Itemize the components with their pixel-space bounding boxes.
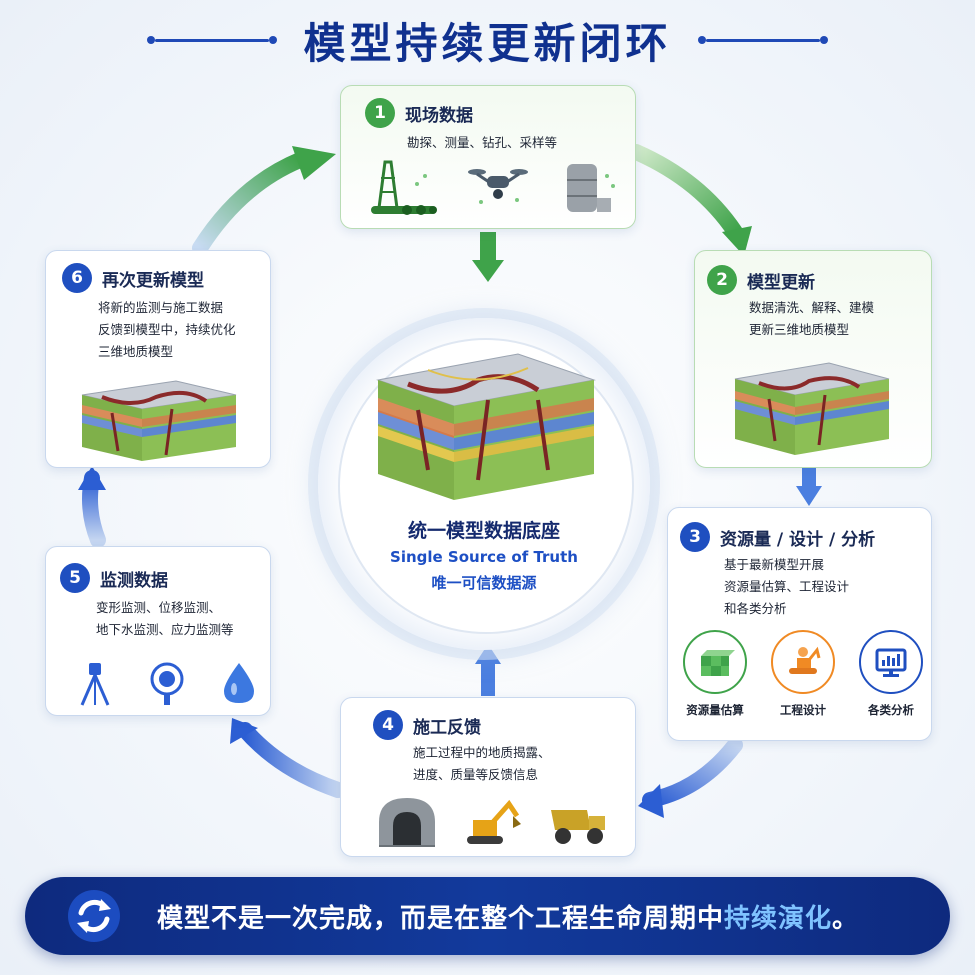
banner-text-highlight: 持续演化 [724,903,833,934]
center-geology-block-icon [368,340,604,510]
arrow-head-step5 [230,718,258,744]
center-subtitle-cn: 唯一可信数据源 [431,574,537,592]
step-3-desc: 基于最新模型开展 资源量估算、工程设计 和各类分析 [724,554,849,620]
page-title: 模型持续更新闭环 [303,18,672,68]
analysis-label-resource: 资源量估算 [686,703,744,717]
step-6-number: 6 [62,263,92,293]
title-decoration-left [147,36,278,44]
step-6-desc: 将新的监测与施工数据 反馈到模型中，持续优化 三维地质模型 [98,297,236,363]
step-5-header: 5 监测数据 [60,563,168,593]
step-2-desc-line: 数据清洗、解释、建模 [749,300,875,315]
arrow-head-step4 [638,784,664,818]
step-2-header: 2 模型更新 [707,265,815,295]
step-4-title: 施工反馈 [413,717,481,738]
sample-storage-icon [567,164,615,212]
arrow-step1-to-step2 [628,144,743,240]
total-station-icon [80,663,110,706]
step-2-number: 2 [707,265,737,295]
step-3-title: 资源量 / 设计 / 分析 [720,529,876,550]
step-2-title: 模型更新 [747,272,815,293]
arrow-head-center-top [472,260,504,282]
arrow-head-center-bottom [475,644,501,664]
step-4-icons [375,794,611,848]
arrow-head-step6 [78,466,106,490]
arrow-step4-to-step5 [237,722,346,798]
step-1-desc: 勘探、测量、钻孔、采样等 [407,132,557,154]
arrow-head-step1 [292,146,336,180]
step-1-number: 1 [365,98,395,128]
step-2-desc-line: 更新三维地质模型 [749,322,850,337]
water-drop-icon [224,663,254,703]
step-2-card: 2 模型更新 数据清洗、解释、建模 更新三维地质模型 [694,250,932,468]
banner-text-end: 。 [832,903,860,934]
arrow-step4-to-center [481,660,495,696]
title-row: 模型持续更新闭环 [0,8,975,72]
analysis-item-analysis: 各类分析 [858,630,924,718]
arrow-head-step3 [796,486,822,506]
step-1-icons [367,158,619,220]
step-3-desc-line: 和各类分析 [724,601,787,616]
step-3-desc-line: 资源量估算、工程设计 [724,579,850,594]
step-4-desc-line: 进度、质量等反馈信息 [413,767,539,782]
step-5-desc: 变形监测、位移监测、 地下水监测、应力监测等 [96,597,234,641]
center-subtitle-en: Single Source of Truth [390,548,578,566]
analysis-item-design: 工程设计 [770,630,836,718]
step-5-desc-line: 地下水监测、应力监测等 [96,622,234,637]
arrow-step1-to-center [480,232,496,262]
arrow-step2-to-step3 [802,466,816,488]
step-1-desc-line: 勘探、测量、钻孔、采样等 [407,135,558,150]
step-6-desc-line: 将新的监测与施工数据 [98,300,224,315]
refresh-cycle-icon [68,890,120,942]
analysis-monitor-icon [859,630,923,694]
excavator-design-icon [771,630,835,694]
tunnel-icon [379,798,435,847]
step-1-card: 1 现场数据 勘探、测量、钻孔、采样等 [340,85,636,229]
step-5-number: 5 [60,563,90,593]
step-4-desc-line: 施工过程中的地质揭露、 [413,745,551,760]
step-4-header: 4 施工反馈 [373,710,481,740]
step-4-number: 4 [373,710,403,740]
drone-icon [468,169,528,204]
step-5-desc-line: 变形监测、位移监测、 [96,600,222,615]
excavator-icon [467,799,521,844]
step-5-card: 5 监测数据 变形监测、位移监测、 地下水监测、应力监测等 [45,546,271,716]
banner-text: 模型不是一次完成，而是在整个工程生命周期中持续演化。 [157,877,859,955]
drilling-rig-icon [371,160,437,215]
banner-text-main: 模型不是一次完成，而是在整个工程生命周期中 [157,903,725,934]
step-6-desc-line: 三维地质模型 [98,344,174,359]
dump-truck-icon [551,810,605,844]
step-5-icons [72,659,262,707]
analysis-label-design: 工程设计 [780,703,826,717]
step-2-geology-block-icon [734,362,890,455]
step-1-header: 1 现场数据 [365,98,473,128]
arrow-head-step2 [722,226,752,256]
step-6-desc-line: 反馈到模型中，持续优化 [98,322,236,337]
center-title: 统一模型数据底座 [407,520,560,542]
step-3-number: 3 [680,522,710,552]
step-3-header: 3 资源量 / 设计 / 分析 [680,522,875,552]
step-2-desc: 数据清洗、解释、建模 更新三维地质模型 [749,297,874,341]
step-6-title: 再次更新模型 [102,270,204,291]
bottom-banner: 模型不是一次完成，而是在整个工程生命周期中持续演化。 [25,877,950,955]
step-3-analysis-items: 资源量估算 工程设计 各类分析 [682,630,924,718]
step-6-geology-block-icon [81,380,237,461]
analysis-label-analysis: 各类分析 [868,703,914,717]
resource-cubes-icon [683,630,747,694]
step-5-title: 监测数据 [100,570,168,591]
step-4-card: 4 施工反馈 施工过程中的地质揭露、 进度、质量等反馈信息 [340,697,636,857]
step-4-desc: 施工过程中的地质揭露、 进度、质量等反馈信息 [413,742,551,786]
analysis-item-resource: 资源量估算 [682,630,748,718]
sensor-icon [150,662,184,705]
step-6-header: 6 再次更新模型 [62,263,204,293]
step-3-card: 3 资源量 / 设计 / 分析 基于最新模型开展 资源量估算、工程设计 和各类分… [667,507,932,741]
title-decoration-right [697,36,828,44]
step-6-card: 6 再次更新模型 将新的监测与施工数据 反馈到模型中，持续优化 三维地质模型 [45,250,271,468]
step-3-desc-line: 基于最新模型开展 [724,557,825,572]
arrow-step6-to-step1 [192,152,308,256]
step-1-title: 现场数据 [405,105,473,126]
arrow-step3-to-step4 [642,737,743,808]
